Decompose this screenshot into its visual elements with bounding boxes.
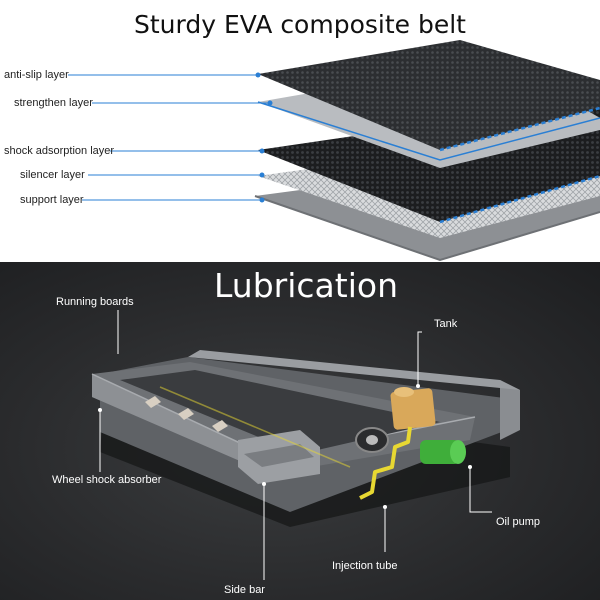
belt-title: Sturdy EVA composite belt	[134, 10, 466, 39]
oil-pump-label: Oil pump	[496, 516, 541, 528]
belt-illustration	[68, 40, 600, 262]
support-layer-label: support layer	[20, 194, 84, 206]
running-boards-label: Running boards	[56, 296, 134, 308]
anti-slip-layer-label: anti-slip layer	[4, 69, 69, 81]
oil-pump-shape	[420, 440, 466, 464]
injection-tube-shape	[359, 426, 412, 500]
side-bar-label: Side bar	[224, 584, 265, 596]
lubrication-panel: Lubrication Running boards Tank Wheel sh…	[0, 262, 600, 600]
belt-layers-panel: Sturdy EVA composite belt anti-slip laye…	[0, 0, 600, 262]
shock-adsorption-layer-label: shock adsorption layer	[4, 145, 115, 157]
treadmill-illustration	[91, 310, 520, 580]
tank-label: Tank	[434, 318, 458, 330]
lubrication-title: Lubrication	[214, 266, 398, 305]
strengthen-layer-label: strengthen layer	[14, 97, 93, 109]
injection-tube-label: Injection tube	[332, 560, 398, 572]
wheel-shock-absorber-label: Wheel shock absorber	[52, 474, 162, 486]
anti-slip-layer-shape	[258, 40, 600, 150]
tank-shape	[390, 387, 436, 430]
silencer-layer-label: silencer layer	[20, 169, 85, 181]
